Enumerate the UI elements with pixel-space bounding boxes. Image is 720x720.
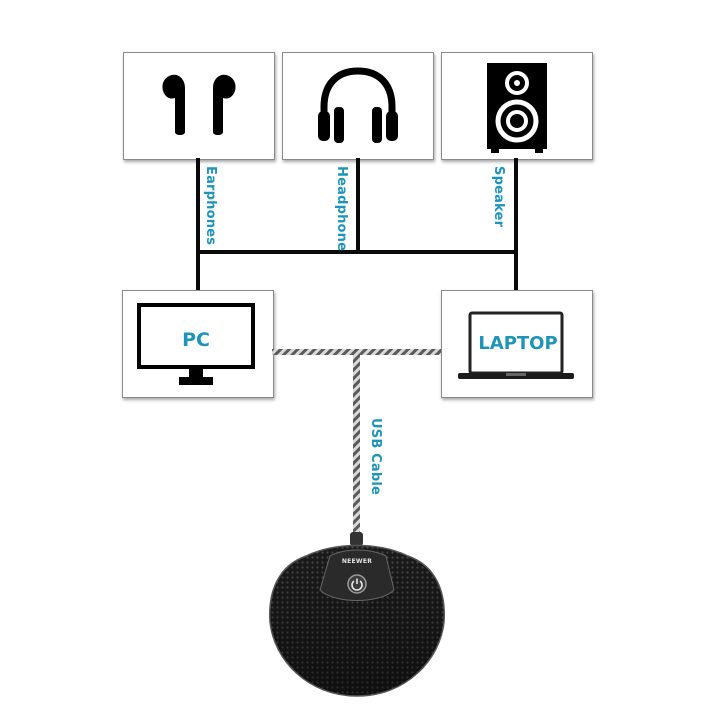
laptop-icon <box>458 311 574 379</box>
headphone-wire <box>356 158 360 254</box>
speaker-label: Speaker <box>491 166 506 228</box>
headphone-label: Headphone <box>334 166 349 252</box>
speaker-icon <box>487 63 547 153</box>
earphones-label: Earphones <box>203 166 218 246</box>
earbuds-icon <box>162 74 236 135</box>
horizontal-bus <box>196 250 518 254</box>
speaker-wire <box>514 158 518 292</box>
earphones-wire <box>196 158 200 292</box>
microphone-brand-label: NEEWER <box>341 558 373 565</box>
laptop-box: LAPTOP <box>441 290 593 398</box>
power-icon[interactable] <box>350 577 364 591</box>
earphones-box <box>123 52 275 160</box>
headphones-icon <box>318 67 398 143</box>
laptop-label: LAPTOP <box>478 333 558 354</box>
pc-box: PC <box>122 290 274 398</box>
pc-label: PC <box>182 329 210 351</box>
speaker-box <box>441 52 593 160</box>
usb-cable-label: USB Cable <box>368 418 383 496</box>
monitor-icon <box>137 303 255 385</box>
